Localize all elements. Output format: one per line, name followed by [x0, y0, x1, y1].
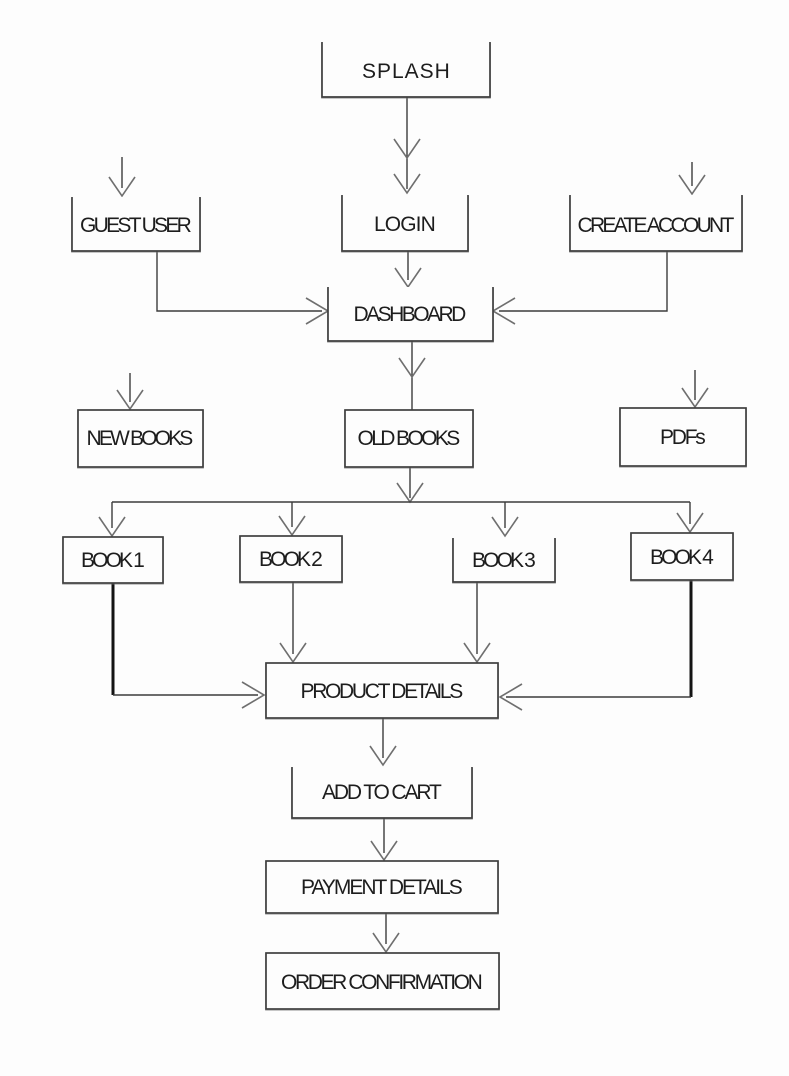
node-order-confirmation: ORDER CONFIRMATION	[265, 952, 500, 1010]
old-books-box	[344, 409, 474, 468]
new-books-box	[77, 409, 204, 468]
node-old-books: OLD BOOKS	[344, 409, 474, 468]
arrow-dashboard-to-old-books	[398, 341, 426, 410]
guest-user-box	[71, 197, 201, 252]
book1-box	[62, 536, 164, 584]
node-dashboard: DASHBOARD	[327, 287, 494, 342]
arrow-branch-to-book4	[676, 502, 704, 534]
order-confirmation-box	[265, 952, 500, 1010]
node-add-to-cart: ADD TO CART	[291, 767, 473, 819]
arrow-splash-to-login	[393, 97, 421, 195]
node-book4-label: BOOK 4	[650, 546, 714, 569]
node-book1-label: BOOK 1	[81, 549, 145, 572]
node-payment-details-label: PAYMENT DETAILS	[301, 876, 463, 899]
node-guest-user: GUEST USER	[71, 197, 201, 252]
node-book2-label: BOOK 2	[259, 548, 323, 571]
node-book4: BOOK 4	[630, 532, 734, 581]
node-book3-label: BOOK 3	[472, 549, 536, 572]
create-account-box	[569, 195, 743, 252]
arrow-book4-to-product-details	[498, 580, 693, 711]
arrow-into-create-account	[678, 162, 706, 196]
node-login: LOGIN	[341, 195, 469, 252]
arrow-guest-user-to-dashboard	[156, 251, 330, 325]
arrow-into-guest-user	[108, 157, 136, 198]
node-order-confirmation-label: ORDER CONFIRMATION	[281, 971, 483, 994]
arrow-add-to-cart-to-payment-details	[370, 818, 398, 862]
arrow-book1-to-product-details	[111, 583, 266, 709]
arrow-old-books-to-branch	[112, 467, 690, 504]
arrow-book2-to-product-details	[279, 582, 307, 664]
node-splash: SPLASH	[321, 42, 491, 98]
book4-box	[630, 532, 734, 581]
product-details-box	[265, 662, 499, 719]
node-book3: BOOK 3	[452, 538, 556, 583]
arrow-branch-to-book2	[278, 502, 306, 537]
node-payment-details: PAYMENT DETAILS	[265, 860, 499, 914]
arrow-branch-to-book1	[98, 502, 126, 538]
node-pdfs: PDFs	[619, 407, 747, 467]
node-pdfs-label: PDFs	[660, 426, 706, 449]
node-splash-label: SPLASH	[362, 60, 450, 83]
node-create-account-label: CREATE ACCOUNT	[578, 214, 735, 237]
book3-box	[452, 538, 556, 583]
pdfs-box	[619, 407, 747, 467]
arrow-branch-to-book3	[491, 502, 519, 538]
arrow-into-pdfs	[681, 370, 709, 409]
arrow-create-account-to-dashboard	[491, 251, 668, 325]
arrow-payment-details-to-order-confirmation	[372, 913, 400, 954]
node-product-details: PRODUCT DETAILS	[265, 662, 499, 719]
splash-box	[321, 42, 491, 98]
node-book2: BOOK 2	[239, 535, 343, 583]
arrow-login-to-dashboard	[394, 251, 422, 289]
node-product-details-label: PRODUCT DETAILS	[301, 680, 464, 703]
node-dashboard-label: DASHBOARD	[354, 303, 467, 326]
add-to-cart-box	[291, 767, 473, 819]
node-new-books: NEW BOOKS	[77, 409, 204, 468]
node-login-label: LOGIN	[374, 213, 436, 236]
login-box	[341, 195, 469, 252]
node-old-books-label: OLD BOOKS	[358, 427, 461, 450]
arrow-product-details-to-add-to-cart	[369, 718, 397, 767]
node-guest-user-label: GUEST USER	[80, 214, 192, 237]
node-add-to-cart-label: ADD TO CART	[322, 781, 442, 804]
dashboard-box	[327, 287, 494, 342]
arrow-into-new-books	[116, 373, 144, 411]
payment-details-box	[265, 860, 499, 914]
node-new-books-label: NEW BOOKS	[87, 427, 194, 450]
book2-box	[239, 535, 343, 583]
node-book1: BOOK 1	[62, 536, 164, 584]
node-create-account: CREATE ACCOUNT	[569, 195, 743, 252]
arrow-book3-to-product-details	[463, 582, 491, 664]
